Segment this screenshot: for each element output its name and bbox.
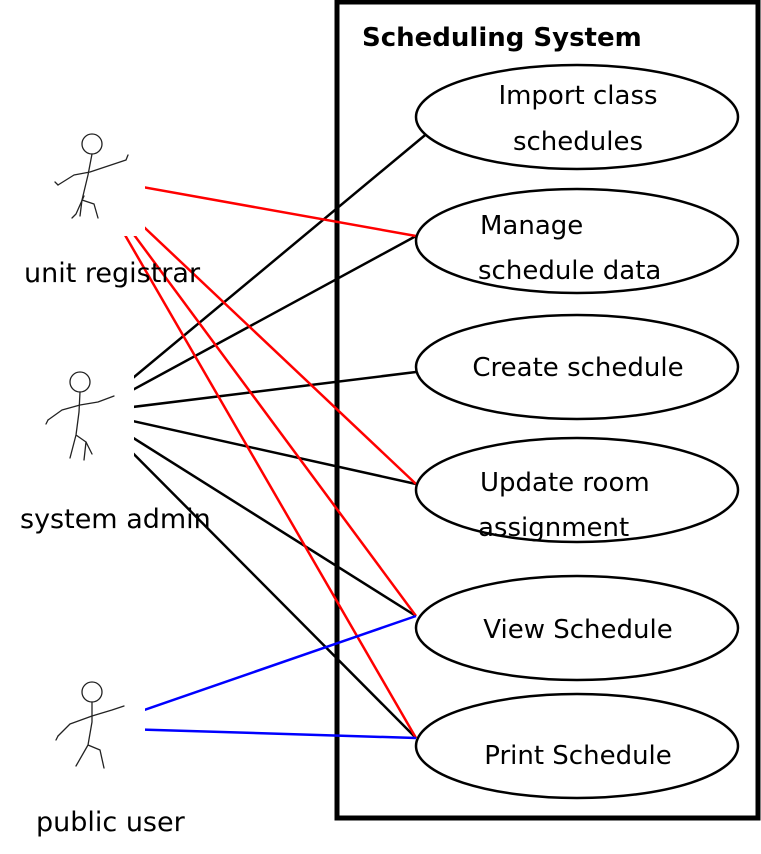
use-case-view-schedule: View Schedule [414,574,740,682]
use-case-label-line: assignment [478,513,629,543]
association-line-admin-print [91,411,417,739]
association-lines [90,130,431,740]
actor-label: system admin [20,504,211,535]
use-case-label-line: schedule data [478,256,661,286]
association-line-admin-create [91,370,417,414]
use-case-label-line: Create schedule [472,353,683,383]
actor-system-admin: system admin [20,356,211,535]
use-case-import-class-schedules: Import class schedules [414,63,740,171]
association-line-public-print [91,726,417,740]
use-case-update-room-assignment: Update room assignment [414,436,740,544]
association-line-admin-manage [91,234,417,414]
association-line-registrar-update [91,177,417,485]
actor-unit-registrar: unit registrar [24,118,201,289]
actor-public-user: public user [36,666,186,838]
association-line-registrar-manage [91,176,417,238]
association-line-admin-view [91,410,417,618]
use-case-label-line: Import class [498,81,657,111]
stick-figure-icon [55,681,125,769]
use-case-print-schedule: Print Schedule [414,692,740,800]
association-line-admin-update [91,410,417,486]
association-line-admin-import [91,130,431,413]
system-title: Scheduling System [362,23,642,53]
use-case-label-line: View Schedule [483,615,672,645]
association-line-registrar-view [90,177,418,617]
use-case-label-line: Manage [480,211,583,241]
association-line-registrar-print [90,177,418,739]
association-line-public-view [91,614,417,730]
use-case-label-line: Print Schedule [484,741,672,771]
use-case-label-line: Update room [480,468,650,498]
actor-label: public user [36,807,186,838]
use-case-manage-schedule-data: Manage schedule data [414,187,740,295]
stick-figure-icon [54,133,129,219]
use-case-create-schedule: Create schedule [414,313,740,421]
stick-figure-icon [45,371,115,461]
actor-label: unit registrar [24,258,201,289]
use-case-label-line: schedules [513,127,643,157]
